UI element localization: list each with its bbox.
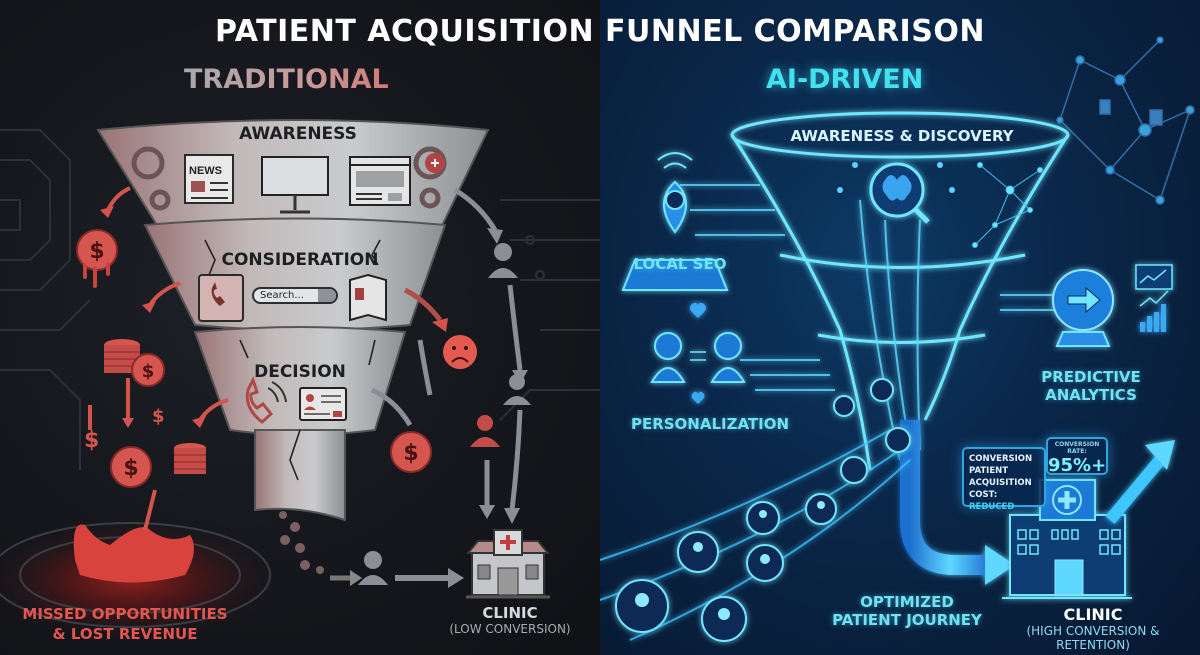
personalization-icon xyxy=(650,302,746,404)
web-browser-icon xyxy=(349,156,411,206)
traditional-panel: NEWS xyxy=(0,0,600,655)
stage-label-awareness-discovery: AWARENESS & DISCOVERY xyxy=(790,127,1014,145)
dollar-coin-icon: $ xyxy=(110,446,152,488)
journey-line1: OPTIMIZED xyxy=(860,593,954,611)
feature-label-local-seo: LOCAL SEO xyxy=(633,255,727,273)
optimized-journey-label: OPTIMIZED PATIENT JOURNEY xyxy=(817,593,997,629)
sad-face-icon xyxy=(443,335,477,369)
splash-icon xyxy=(73,524,194,583)
page-title: PATIENT ACQUISITION FUNNEL COMPARISON xyxy=(215,14,985,49)
dollar-coin-icon: $ xyxy=(390,431,432,473)
clinic-label: CLINIC xyxy=(1063,605,1123,624)
predictive-line1: PREDICTIVE xyxy=(1041,368,1141,386)
brochure-icon xyxy=(349,273,387,322)
ai-driven-panel: AWARENESS & DISCOVERY LOCAL SEO PERSONAL… xyxy=(600,0,1200,655)
clinic-label: CLINIC xyxy=(482,604,538,622)
clinic-high-label: CLINIC (HIGH CONVERSION & RETENTION) xyxy=(993,605,1193,652)
stat-line3: ACQUISITION xyxy=(969,478,1032,488)
dollar-coin-icon: $ xyxy=(76,229,118,288)
feature-label-personalization: PERSONALIZATION xyxy=(630,415,790,433)
phonebook-icon xyxy=(198,274,244,322)
conversion-rate-value: 95%+ xyxy=(1048,455,1107,476)
ai-brain-search-icon xyxy=(869,162,930,224)
ai-funnel-outline xyxy=(730,111,1070,471)
lost-person-icon xyxy=(470,415,500,447)
stage-label-decision: DECISION xyxy=(254,362,346,382)
map-pin-icon xyxy=(621,152,729,291)
predictive-line2: ANALYTICS xyxy=(1045,386,1137,404)
crystal-ball-icon xyxy=(1052,269,1114,347)
search-placeholder-text: Search... xyxy=(260,290,304,301)
growth-arrow-icon xyxy=(1105,440,1175,524)
lost-revenue-line2: & LOST REVENUE xyxy=(52,625,198,643)
optimized-pipe xyxy=(900,420,1015,585)
billboard-icon xyxy=(261,156,329,214)
circuit-traces xyxy=(0,129,600,470)
svg-text:$: $ xyxy=(123,456,138,481)
network-graph xyxy=(1056,36,1195,205)
journey-line2: PATIENT JOURNEY xyxy=(832,611,982,629)
clinic-building-icon xyxy=(1002,479,1132,599)
analytics-chart-icon xyxy=(1135,264,1173,332)
newspaper-icon: NEWS xyxy=(184,154,234,204)
svg-text:$: $ xyxy=(152,406,165,427)
clinic-sub-label: (HIGH CONVERSION & RETENTION) xyxy=(1026,624,1160,652)
phone-call-icon xyxy=(245,376,287,424)
svg-text:$: $ xyxy=(84,428,99,453)
feature-label-predictive-analytics: PREDICTIVE ANALYTICS xyxy=(1026,368,1156,404)
id-card-icon xyxy=(299,387,347,421)
traditional-title: TRADITIONAL xyxy=(184,64,389,95)
conversion-rate-caption: CONVERSION RATE: xyxy=(1054,441,1100,455)
clinic-sub-label: (LOW CONVERSION) xyxy=(449,622,571,636)
svg-text:NEWS: NEWS xyxy=(189,165,222,177)
clinic-low-label: CLINIC (LOW CONVERSION) xyxy=(440,604,580,636)
magnifier-icon xyxy=(318,289,336,302)
conversion-rate-card: CONVERSION RATE: 95%+ xyxy=(1046,437,1108,476)
consideration-funnel-band xyxy=(143,217,447,331)
clinic-building-icon xyxy=(465,529,551,599)
cost-stat-card: CONVERSION PATIENT ACQUISITION COST: RED… xyxy=(962,447,1046,512)
search-bar-icon: Search... xyxy=(252,287,338,304)
stat-line2: PATIENT xyxy=(969,466,1009,476)
coin-stack-icon: $ xyxy=(104,339,165,387)
stat-line1: CONVERSION xyxy=(969,454,1033,464)
stat-line4: COST: REDUCED xyxy=(969,490,1015,512)
stage-label-consideration: CONSIDERATION xyxy=(221,250,379,270)
person-icon xyxy=(358,243,531,585)
ai-driven-illustration xyxy=(600,36,1195,642)
funnel-spout xyxy=(254,429,346,522)
stage-label-awareness: AWARENESS xyxy=(239,124,357,144)
svg-text:$: $ xyxy=(403,441,418,466)
svg-text:$: $ xyxy=(89,239,104,264)
traditional-illustration: NEWS xyxy=(0,119,600,645)
svg-text:$: $ xyxy=(142,361,155,382)
ai-driven-title: AI-DRIVEN xyxy=(766,64,924,95)
coin-stack-icon xyxy=(174,443,206,474)
lost-revenue-label: MISSED OPPORTUNITIES & LOST REVENUE xyxy=(10,604,240,644)
lost-revenue-line1: MISSED OPPORTUNITIES xyxy=(22,605,228,623)
